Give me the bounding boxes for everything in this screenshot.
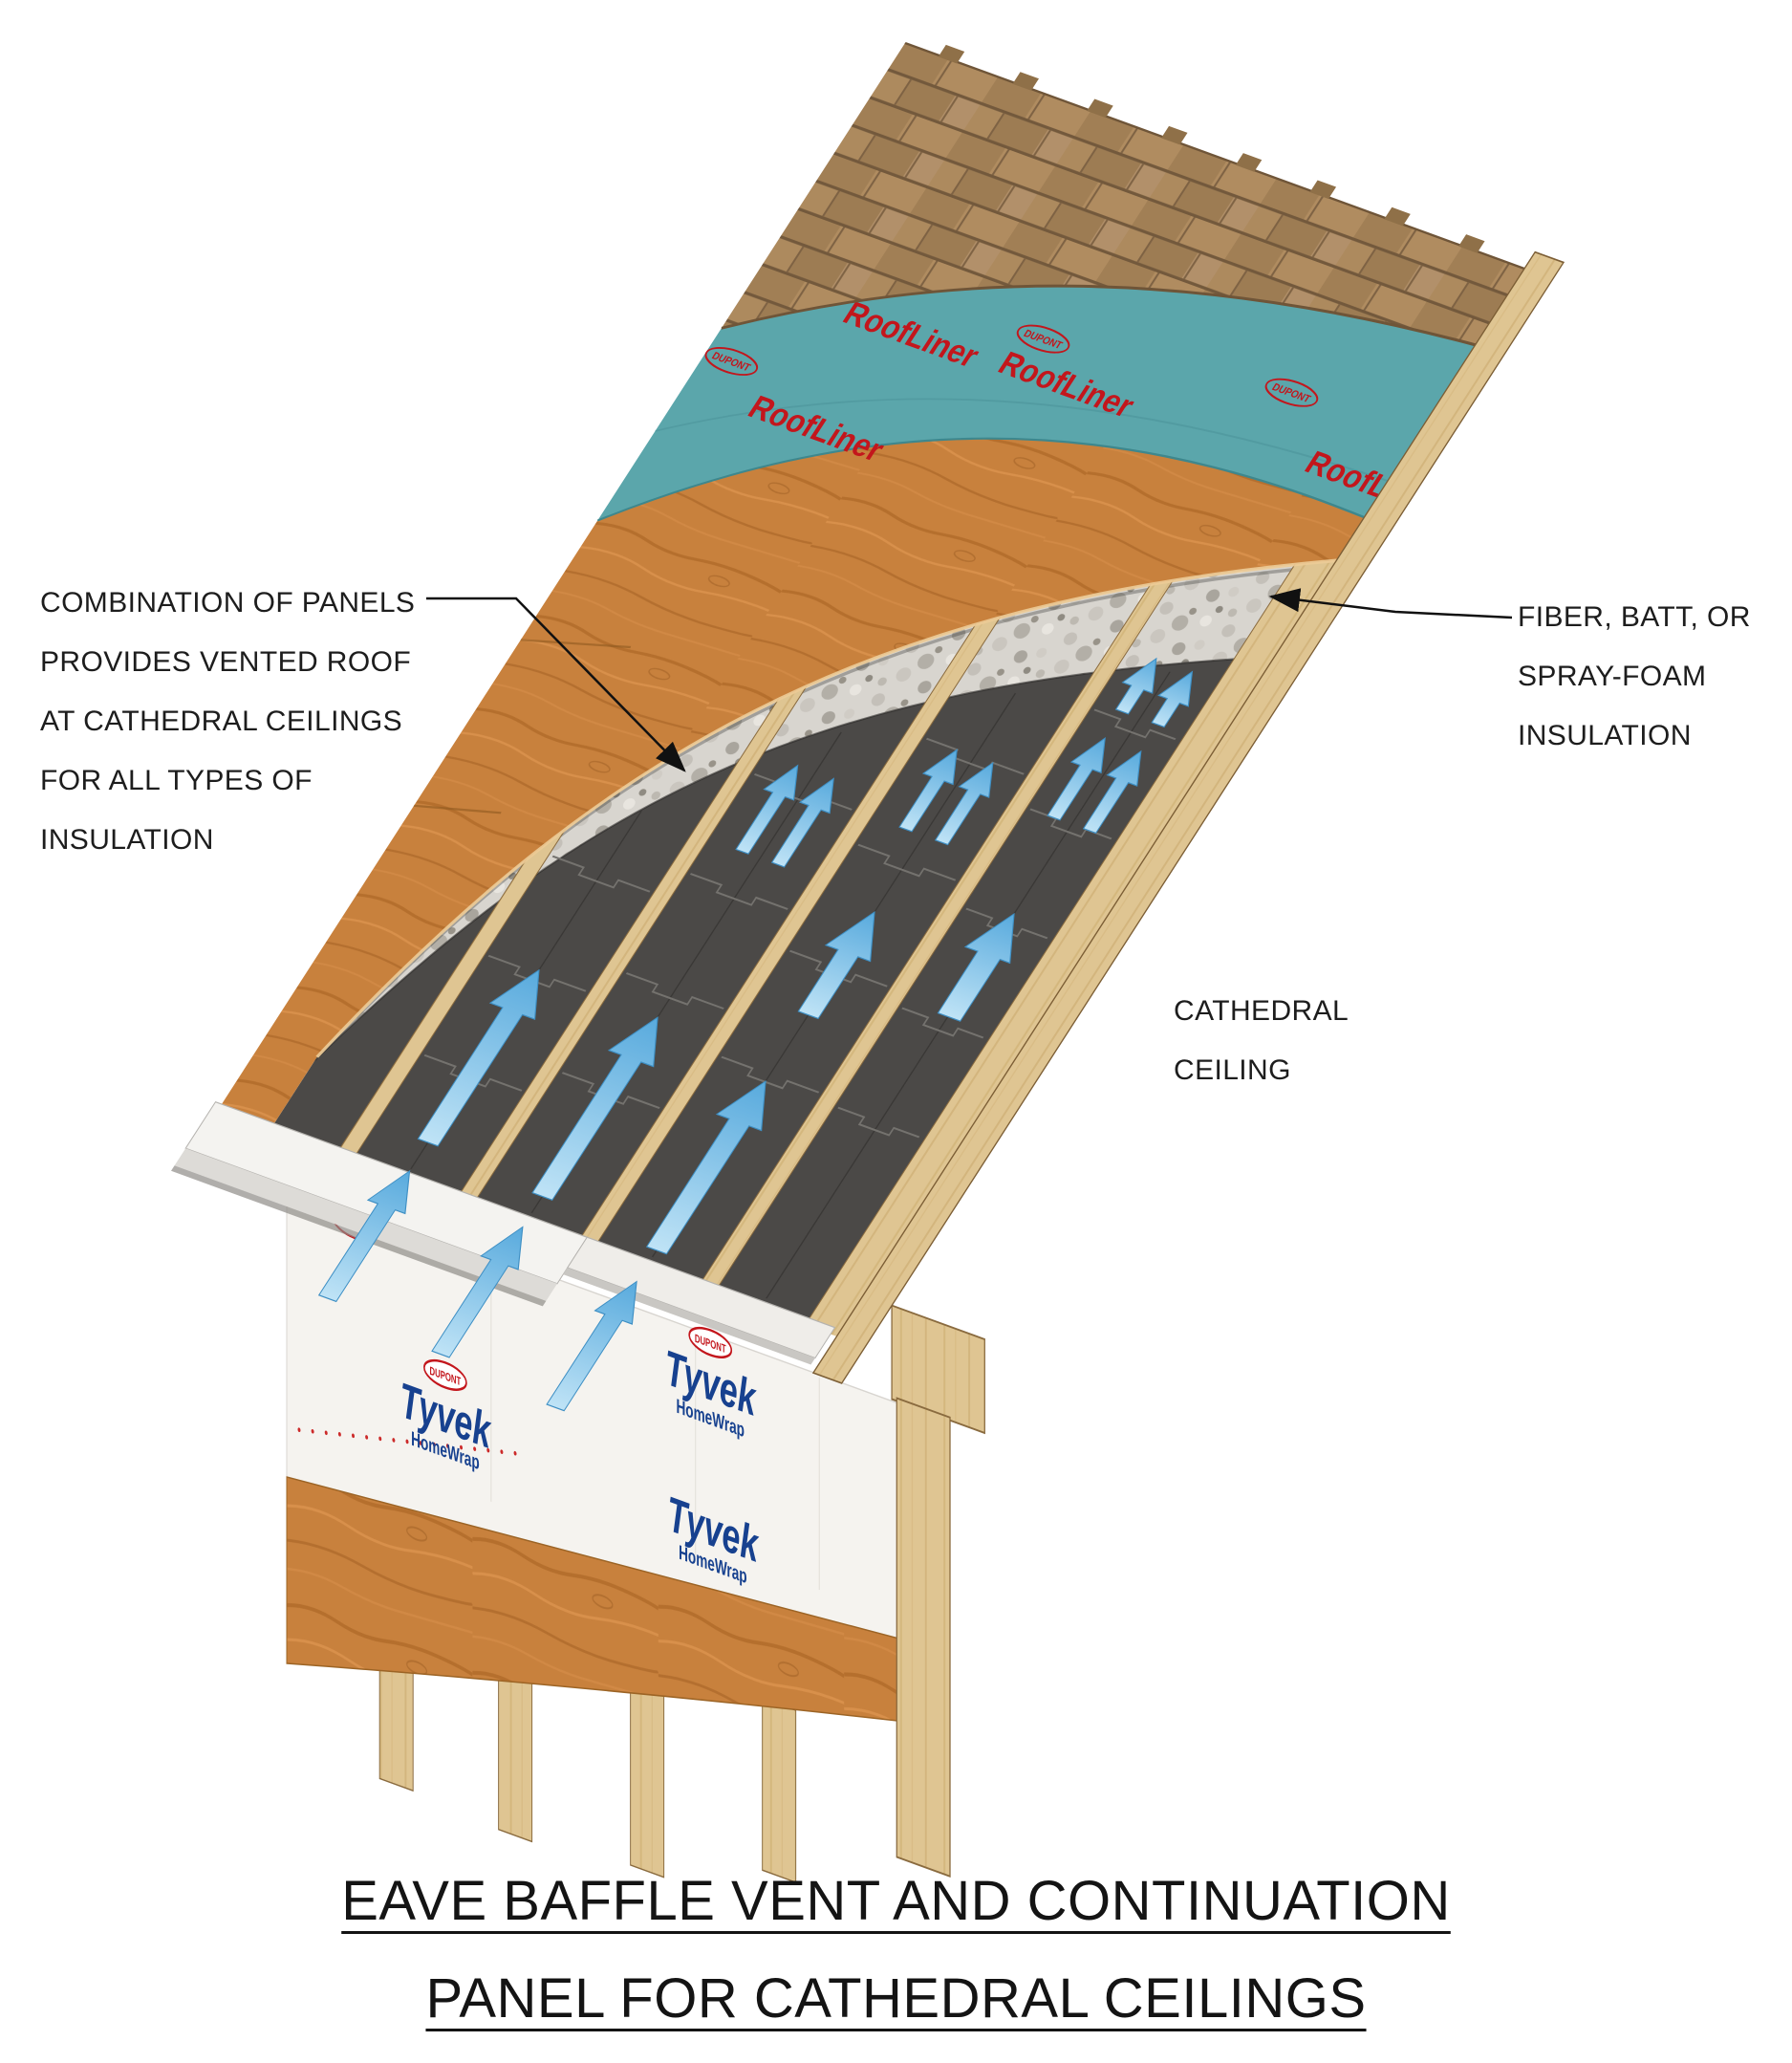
underlayment-edge [597,437,1366,522]
stitch-dots [297,1427,518,1456]
label-line: INSULATION [40,824,214,856]
airflow-arrow [898,749,958,833]
plywood-sheathing [221,438,1365,1124]
wall-assembly: DUPONT DUPONT Tyvek HomeWrap DUPONT Tyve… [286,1180,985,1883]
soffit-airflow-arrows [317,1169,637,1412]
label-line: CATHEDRAL [1174,995,1349,1027]
label-line: CEILING [1174,1054,1291,1086]
tyvek-logo: DUPONT Tyvek HomeWrap [665,1326,757,1442]
underlayment-seam [655,398,1389,482]
airflow-arrow [1151,670,1194,728]
dupont-oval [688,1326,733,1358]
label-line: SPRAY-FOAM [1518,661,1707,692]
airflow-arrow [770,777,834,868]
rim-band-sheathing [286,1476,907,1723]
ridge-line [904,41,1525,271]
airflow-arrow [937,912,1015,1022]
wall-stud [378,1653,414,1792]
wall-stud [630,1683,665,1878]
diagram-title: EAVE BAFFLE VENT AND CONTINUATION PANEL … [0,1853,1792,2048]
label-combination-of-panels: COMBINATION OF PANELS PROVIDES VENTED RO… [40,574,415,870]
baffle-panels [274,656,1275,1331]
airflow-arrow [1082,749,1142,835]
plywood-joint [520,639,632,649]
label-line: COMBINATION OF PANELS [40,587,416,619]
shingle-edge [721,284,1477,347]
airflow-arrow [531,1016,659,1201]
airflow-arrows [417,657,1194,1255]
label-fiber-batt-insulation: FIBER, BATT, OR SPRAY-FOAM INSULATION [1518,588,1751,766]
plywood-joint [413,804,502,814]
rafters [331,545,1340,1338]
rake-board [811,250,1565,1384]
airflow-arrow [317,1169,411,1303]
plywood-cut-edge [315,558,1337,1058]
annotation-leader-combination [426,597,686,772]
label-cathedral-ceiling: CATHEDRAL CEILING [1174,982,1349,1100]
title-line: PANEL FOR CATHEDRAL CEILINGS [425,1967,1367,2030]
cutaway-insulation [314,560,1337,1061]
panel-top-edge [313,655,1275,1061]
airflow-arrow [934,761,994,846]
roof-plane: DUPONT DUPONT DUPONT RoofLiner RoofLiner… [171,41,1565,1412]
airflow-arrow [546,1280,637,1412]
corner-post [896,1397,951,1878]
airflow-arrow [645,1079,766,1255]
shingle-layer [721,43,1525,345]
label-line: PROVIDES VENTED ROOF [40,646,412,678]
airflow-arrow [1047,737,1106,821]
airflow-arrow [431,1226,524,1358]
label-line: AT CATHEDRAL CEILINGS [40,706,403,737]
airflow-arrow [797,911,875,1020]
ridge-tabs [938,44,1485,253]
airflow-arrow [735,764,799,855]
label-line: INSULATION [1518,720,1692,751]
wall-stud [498,1667,533,1843]
title-line: EAVE BAFFLE VENT AND CONTINUATION [341,1870,1451,1932]
airflow-arrow [417,968,540,1147]
annotation-leader-insulation [1268,588,1513,619]
label-line: FOR ALL TYPES OF [40,765,313,796]
label-line: FIBER, BATT, OR [1518,601,1751,633]
airflow-arrow [1114,657,1157,715]
dupont-oval [423,1358,467,1391]
